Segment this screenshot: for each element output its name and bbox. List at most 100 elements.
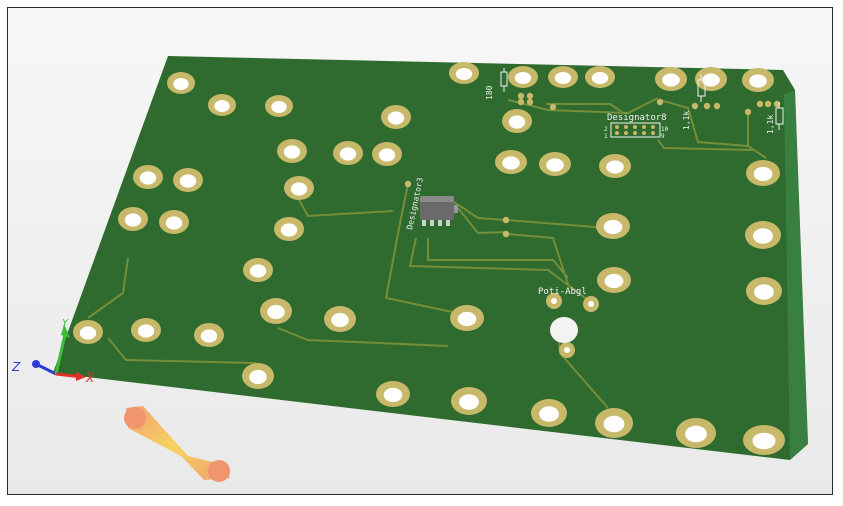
through-hole-pad [333, 141, 363, 165]
resistor-r2[interactable] [775, 102, 784, 130]
through-hole-pad [746, 277, 782, 305]
through-hole-pad [194, 323, 224, 347]
trace [297, 197, 394, 218]
silk-pin-9: 9 [661, 133, 665, 140]
through-hole-pad [277, 139, 307, 163]
ic-designator3[interactable] [420, 196, 458, 226]
through-hole-pad [676, 418, 716, 448]
through-hole-pad [508, 66, 538, 88]
header-designator8[interactable] [610, 122, 661, 138]
through-hole-pad [265, 95, 293, 117]
silk-pin-10: 10 [661, 126, 669, 133]
header-pin [633, 131, 637, 135]
trace [427, 238, 569, 279]
through-hole-pad [208, 94, 236, 116]
via [404, 180, 412, 188]
silk-pin-2: 2 [604, 126, 608, 133]
header-pin [615, 125, 619, 129]
header-pin [624, 131, 628, 135]
through-hole-pad [655, 67, 687, 91]
via [713, 102, 721, 110]
via [656, 98, 664, 106]
trace [747, 112, 767, 159]
poti-pad [559, 342, 575, 358]
axis-label-y: Y [62, 318, 69, 329]
through-hole-pad [595, 408, 633, 438]
poti-knob[interactable] [550, 317, 578, 343]
pad-layer [73, 62, 785, 455]
trace [546, 103, 623, 113]
trace [384, 183, 463, 315]
poti-pad [583, 296, 599, 312]
resistor-r1[interactable] [697, 74, 706, 102]
via-layer [404, 92, 781, 358]
silk-pin-1: 1 [604, 133, 608, 140]
through-hole-pad [173, 168, 203, 192]
trace [505, 233, 569, 285]
through-hole-pad [743, 425, 785, 455]
through-hole-pad [159, 210, 189, 234]
x-axis-arrow [76, 372, 86, 381]
via [502, 216, 510, 224]
pcb-board[interactable] [53, 56, 808, 460]
silk-label-designator8: Designator8 [607, 113, 667, 123]
through-hole-pad [73, 320, 103, 344]
via [703, 102, 711, 110]
axis-label-z: Z [11, 360, 21, 374]
through-hole-pad [324, 306, 356, 332]
via [502, 230, 510, 238]
resistor-r180[interactable] [500, 68, 508, 92]
through-hole-pad [585, 66, 615, 88]
via [526, 98, 534, 106]
through-hole-pad [597, 267, 631, 293]
through-hole-pad [381, 105, 411, 129]
via [756, 100, 764, 108]
trace [107, 337, 257, 364]
header-pin [651, 125, 655, 129]
through-hole-pad [284, 176, 314, 200]
through-hole-pad [746, 160, 780, 186]
header-pin [651, 131, 655, 135]
through-hole-pad [133, 165, 163, 189]
pcb-board-edge [784, 90, 808, 460]
3d-viewport[interactable]: 180 1,1k 1,1k Designator8 2 1 10 9 [7, 7, 833, 495]
via [764, 100, 772, 108]
poti-pad [546, 293, 562, 309]
through-hole-pad [548, 66, 578, 88]
silk-label-r1: 1,1k [682, 111, 691, 130]
header-pin [624, 125, 628, 129]
through-hole-pad [449, 62, 479, 84]
through-hole-pad [167, 72, 195, 94]
silk-label-r180: 180 [485, 85, 494, 100]
through-hole-pad [372, 142, 402, 166]
through-hole-pad [695, 67, 727, 91]
through-hole-pad [243, 258, 273, 282]
trace-layer [87, 97, 767, 409]
trace [507, 97, 659, 115]
through-hole-pad [596, 213, 630, 239]
silk-label-poti: Poti-Abgl [538, 287, 587, 297]
through-hole-pad [274, 217, 304, 241]
trace [277, 327, 449, 347]
header-pin [642, 131, 646, 135]
via [517, 92, 525, 100]
through-hole-pad [242, 363, 274, 389]
via [744, 108, 752, 116]
trace [457, 207, 507, 235]
through-hole-pad [539, 152, 571, 176]
through-hole-pad [742, 68, 774, 92]
through-hole-pad [118, 207, 148, 231]
axis-triad[interactable]: Z Y X [11, 318, 95, 385]
through-hole-pad [531, 399, 567, 427]
origin-dot [32, 360, 40, 368]
through-hole-pad [131, 318, 161, 342]
trace [87, 257, 129, 319]
via [517, 98, 525, 106]
pcb-3d-view[interactable]: 180 1,1k 1,1k Designator8 2 1 10 9 [8, 8, 833, 495]
through-hole-pad [745, 221, 781, 249]
through-hole-pad [376, 381, 410, 407]
through-hole-pad [451, 387, 487, 415]
y-axis-arrow [61, 324, 70, 338]
through-hole-pad [502, 109, 532, 133]
through-hole-pad [495, 150, 527, 174]
